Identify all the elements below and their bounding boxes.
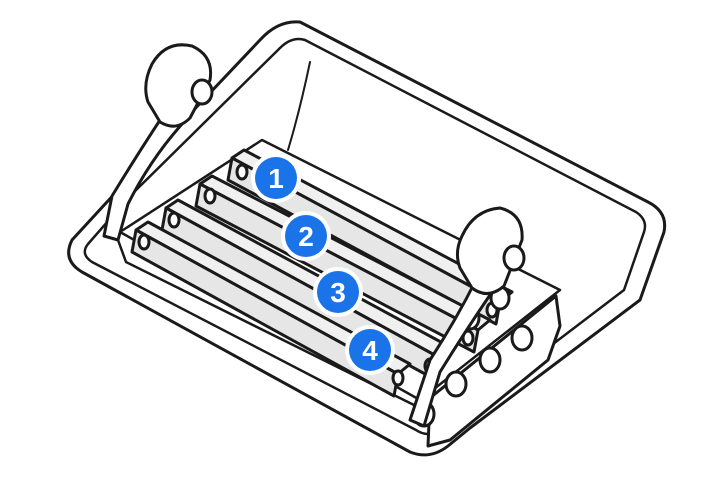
slot-badge-label: 1 <box>268 163 284 194</box>
right-lever-pivot <box>502 244 526 272</box>
memory-module-4 <box>130 220 412 398</box>
left-lever-arm <box>102 106 184 242</box>
right-lever-handle <box>455 206 524 295</box>
connector-port <box>444 370 468 398</box>
connector-port <box>478 346 502 374</box>
slot-badge-label: 2 <box>298 221 314 252</box>
left-lever-pivot <box>190 78 214 106</box>
slot-badge-3: 3 <box>313 267 363 317</box>
slot-badge-label: 4 <box>362 335 378 366</box>
slot-badge-4: 4 <box>345 325 395 375</box>
memory-module-1 <box>226 148 514 326</box>
left-lever-handle <box>144 43 213 128</box>
slot-badge-1: 1 <box>251 153 301 203</box>
tray-inner-rim <box>83 37 647 436</box>
slot-badge-2: 2 <box>281 211 331 261</box>
slot-badge-label: 3 <box>330 277 346 308</box>
connector-port <box>510 324 534 352</box>
right-lever-arm <box>408 278 494 428</box>
tray-back-wall <box>287 61 311 151</box>
